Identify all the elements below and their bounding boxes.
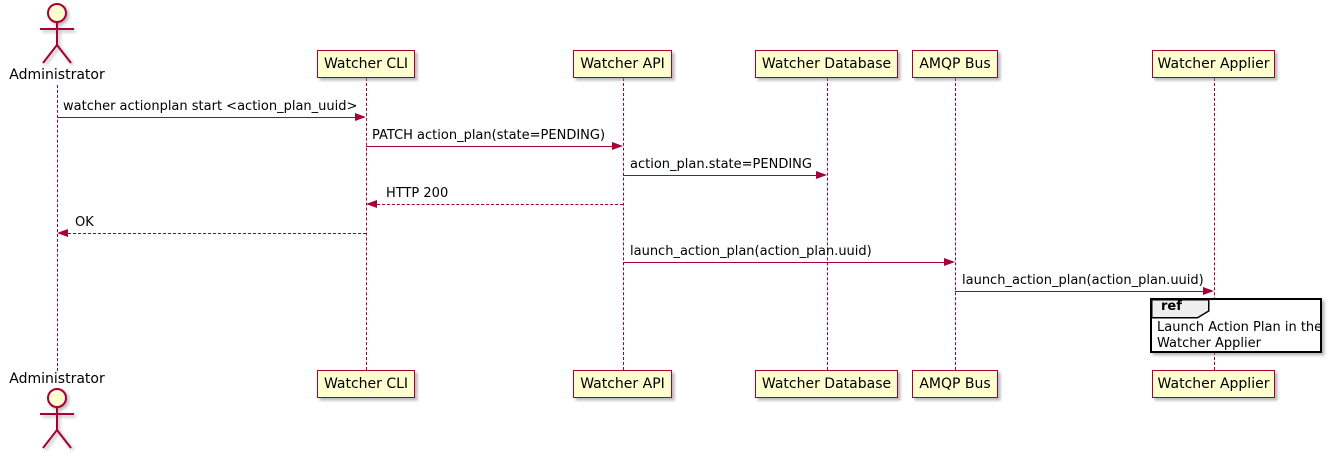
- ref-keyword: ref: [1161, 299, 1182, 314]
- actor-icon: [40, 388, 74, 449]
- participant-box-watcher-database-bottom: Watcher Database: [755, 370, 898, 398]
- message-line: [377, 204, 623, 205]
- actor-icon: [40, 3, 74, 64]
- lifeline-watcher-cli: [366, 78, 367, 370]
- message-line: [68, 233, 366, 234]
- message-line: [366, 146, 612, 147]
- participant-box-watcher-database-top: Watcher Database: [755, 50, 898, 78]
- arrow-head-icon: [366, 199, 377, 208]
- message-line: [623, 175, 816, 176]
- arrow-head-icon: [944, 257, 955, 266]
- ref-text-line1: Launch Action Plan in the: [1157, 320, 1323, 335]
- lifeline-amqp-bus: [955, 78, 956, 370]
- participant-box-watcher-api-bottom: Watcher API: [573, 370, 672, 398]
- message-label: watcher actionplan start <action_plan_uu…: [63, 99, 358, 114]
- ref-text-line2: Watcher Applier: [1157, 336, 1261, 351]
- lifeline-watcher-applier: [1214, 78, 1215, 370]
- message-line: [623, 262, 944, 263]
- participant-box-watcher-cli-bottom: Watcher CLI: [317, 370, 415, 398]
- ref-pentagon-icon: [1151, 299, 1210, 319]
- participant-box-watcher-api-top: Watcher API: [573, 50, 672, 78]
- ref-header: ref: [1151, 299, 1211, 319]
- participant-box-watcher-applier-bottom: Watcher Applier: [1152, 370, 1275, 398]
- lifeline-administrator: [57, 85, 58, 371]
- participant-box-amqp-bus-top: AMQP Bus: [912, 50, 998, 78]
- message-line: [955, 291, 1203, 292]
- participant-box-watcher-applier-top: Watcher Applier: [1152, 50, 1275, 78]
- message-label: launch_action_plan(action_plan.uuid): [630, 244, 872, 259]
- arrow-head-icon: [816, 170, 827, 179]
- lifeline-watcher-database: [827, 78, 828, 370]
- lifeline-watcher-api: [623, 78, 624, 370]
- actor-label-top: Administrator: [9, 67, 105, 83]
- arrow-head-icon: [612, 141, 623, 150]
- message-label: launch_action_plan(action_plan.uuid): [962, 273, 1204, 288]
- arrow-head-icon: [1203, 286, 1214, 295]
- ref-fragment: ref Launch Action Plan in the Watcher Ap…: [1150, 298, 1322, 353]
- message-line: [57, 117, 356, 118]
- message-label: OK: [75, 215, 94, 230]
- participant-box-amqp-bus-bottom: AMQP Bus: [912, 370, 998, 398]
- arrow-head-icon: [57, 228, 68, 237]
- message-label: HTTP 200: [386, 186, 449, 201]
- message-label: action_plan.state=PENDING: [630, 157, 812, 172]
- arrow-head-icon: [355, 112, 366, 121]
- actor-label-bottom: Administrator: [9, 371, 105, 387]
- message-label: PATCH action_plan(state=PENDING): [372, 128, 606, 143]
- participant-box-watcher-cli-top: Watcher CLI: [317, 50, 415, 78]
